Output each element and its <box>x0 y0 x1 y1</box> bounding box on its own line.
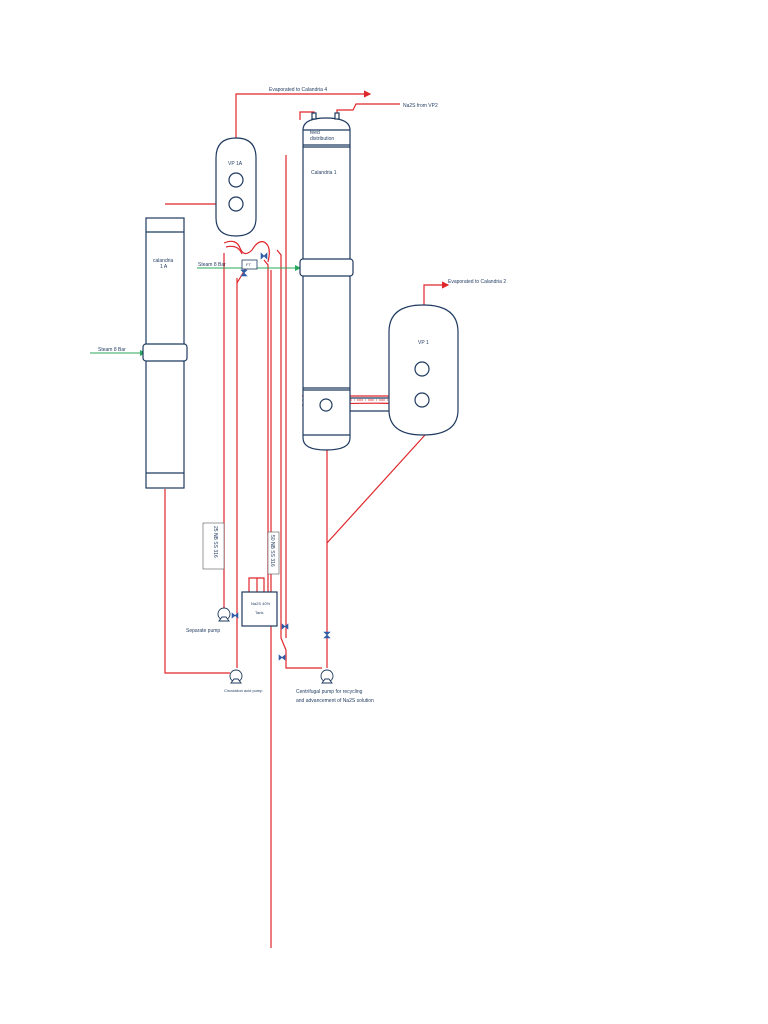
line-calandria1a-bottom <box>164 489 230 674</box>
valve-1 <box>260 252 268 260</box>
label-calandria1a-2: 1 A <box>160 264 168 270</box>
label-separate-pump: Separate pump <box>186 628 220 634</box>
label-ft: FT <box>246 262 251 267</box>
label-calandria1a-1: calandria <box>153 258 174 264</box>
label-calandria1: Calandria 1 <box>311 170 337 176</box>
circulation-acid-pump <box>229 669 243 684</box>
label-circulation-pump: Circulation acid pump <box>224 688 263 693</box>
label-steam-left: Steam 8 Bar <box>98 347 126 353</box>
valve-2 <box>240 269 248 277</box>
connector-calandria1-vp1 <box>350 397 389 412</box>
valve-3 <box>231 612 239 619</box>
label-na2s-from-vp2: Na2S from VP2 <box>403 103 438 109</box>
label-distribution: distribution <box>310 136 334 142</box>
na2s-tank <box>241 591 278 627</box>
line-vapour-to-calandria4 <box>235 90 372 138</box>
calandria-1a <box>142 217 188 489</box>
label-steam-upper: Steam 8 Bar <box>198 262 226 268</box>
valve-4 <box>281 623 289 630</box>
valve-6 <box>323 631 331 639</box>
label-pipe-50nb: 50 NB SS 316 <box>269 535 275 567</box>
ft-instrument <box>241 259 258 270</box>
pipe-spec-box-50nb <box>267 531 280 575</box>
line-vp1-to-pump <box>326 434 426 544</box>
label-vp1a: VP 1A <box>228 161 243 167</box>
label-vp1: VP 1 <box>418 340 429 346</box>
label-centrifugal-pump-2: and advancement of Na2S solution <box>296 698 374 704</box>
label-pipe-25nb: 25 NB SS 316 <box>212 526 218 558</box>
pipe-spec-box-25nb <box>202 522 225 570</box>
valves <box>231 252 331 661</box>
line-vp1a-bottom-curve-2 <box>225 245 243 255</box>
line-50nb-drop <box>263 259 269 600</box>
separate-pump <box>217 607 231 622</box>
process-lines <box>164 90 459 948</box>
vp-1-separator <box>388 304 459 436</box>
label-centrifugal-pump-1: Centrifugal pump for recycling <box>296 689 363 695</box>
line-return-to-tank <box>276 249 322 669</box>
line-vapour-to-calandria2 <box>423 281 450 305</box>
line-vp1a-bottom-curve <box>223 240 270 263</box>
centrifugal-pump <box>320 669 334 684</box>
label-na2s-tank-2: Tank <box>255 610 263 615</box>
vp-1a-separator <box>215 137 257 237</box>
calandria-1 <box>299 112 354 451</box>
label-feed: feed <box>310 130 320 136</box>
label-na2s-tank-1: Na2S 40% <box>251 601 271 606</box>
line-na2s-from-vp2 <box>336 103 400 118</box>
valve-5 <box>278 654 286 661</box>
label-evaporated-calandria2: Evaporated to Calandria 2 <box>448 279 506 285</box>
label-evaporated-calandria4: Evaporated to Calandria 4 <box>269 87 327 93</box>
